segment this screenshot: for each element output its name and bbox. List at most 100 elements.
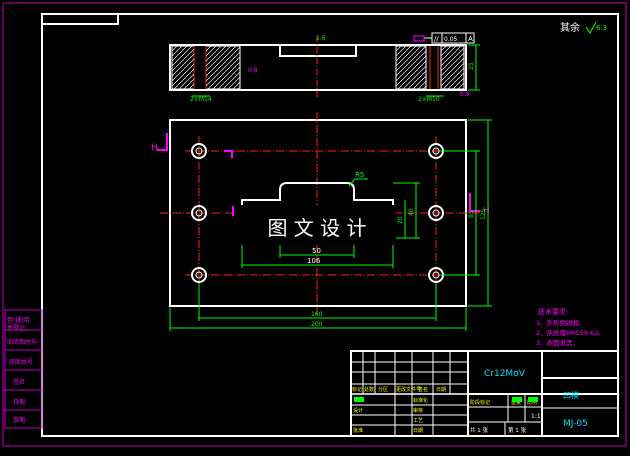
bolt-hole (191, 205, 207, 221)
bolt-hole (428, 205, 444, 221)
radius-label: R5 (355, 171, 364, 179)
top-view-pocket (279, 45, 357, 57)
hatch-line (440, 57, 465, 82)
hatch-line (205, 45, 232, 72)
hatch-line (178, 73, 195, 90)
tb-role-standardize: 标准化 (413, 397, 428, 404)
section-arrow-left-icon (157, 133, 168, 151)
left-cell: 日期 (13, 416, 25, 424)
hatch-line (205, 45, 212, 52)
left-cell: 日期 (13, 398, 25, 406)
watermark-bg (238, 205, 396, 245)
hatch-line (395, 45, 422, 72)
hatch-line (422, 85, 427, 90)
gdt-leader-box (413, 35, 425, 42)
bolt-hole (191, 267, 207, 283)
tb-header-cell: 分区 (378, 386, 388, 393)
hatch-right-a (395, 45, 427, 90)
roughness-center: 1.6 (316, 35, 326, 42)
top-view-outline (169, 44, 467, 91)
tb-role-process: 工艺 (413, 418, 423, 424)
hatch-line (205, 45, 237, 77)
tech-req-item: 1、外形倒锐角; (536, 318, 581, 327)
marker-icon (224, 150, 233, 158)
gdt-datum: A (468, 35, 473, 43)
tb-header-cell: 标记 (352, 386, 362, 393)
top-view: // 0.05 A 0.8 1.6 0.8 2×M14 2×M10 25 (169, 32, 480, 103)
tech-req-item: 3、表面发黑。 (536, 338, 579, 347)
left-cell: 件登记 (7, 324, 25, 332)
dim-width-200: 200 (311, 321, 323, 328)
sheet-border (2, 2, 627, 447)
tb-weight-label: 重量 (511, 399, 521, 406)
hatch-line (395, 50, 427, 82)
hatch-line (457, 82, 465, 90)
left-cell: 底图总号 (9, 358, 33, 366)
hatch-line (171, 58, 195, 82)
hatch-line (395, 45, 407, 57)
hatch-line (440, 45, 447, 52)
section-label-left: H (151, 143, 158, 153)
dim-height-40: 40 (408, 208, 415, 216)
tb-scale: 1:1 (531, 413, 541, 420)
tb-stage-label: 阶段标记 (470, 399, 490, 406)
left-cell: 旧底图总号 (7, 338, 37, 346)
hatch-line (442, 67, 465, 90)
dim-width-106: 106 (307, 257, 321, 265)
hatch-line (173, 68, 195, 90)
hatch-line (447, 72, 465, 90)
dim-height-85: 85 (468, 210, 475, 218)
tech-req-title: 技术要求: (538, 307, 568, 316)
hatch-line (237, 86, 241, 90)
tb-role-approve: 批准 (353, 427, 363, 434)
dim-height-125: 125 (480, 208, 487, 220)
hatch-line (452, 77, 465, 90)
bolt-hole (191, 143, 207, 159)
tb-header-cell: 处数 (364, 386, 374, 393)
left-column-table: 借(通)用 件登记 旧底图总号 底图总号 签名 日期 日期 (4, 309, 43, 429)
hatch-line (171, 53, 195, 77)
hatch-line (462, 87, 465, 90)
hatch-right-b (440, 45, 465, 90)
tb-material: Cr12MoV (484, 369, 526, 379)
hatch-line (171, 48, 195, 72)
hatch-line (205, 45, 217, 57)
hatch-line (207, 56, 241, 90)
hatch-line (417, 80, 427, 90)
hatch-line (395, 55, 427, 87)
hatch-line (171, 45, 193, 67)
hatch-line (395, 45, 402, 52)
top-height-dim: 25 (468, 62, 475, 70)
roughness-right: 0.8 (460, 91, 470, 98)
roughness-left: 0.8 (248, 67, 258, 74)
hatch-line (440, 62, 465, 87)
hatch-line (232, 81, 241, 90)
tb-part-name: 凹模 (563, 390, 579, 400)
dim-height-20: 20 (397, 216, 404, 224)
hatch-line (397, 60, 427, 90)
tech-requirements: 技术要求: 1、外形倒锐角; 2、热处理HRC58-62; 3、表面发黑。 (536, 307, 601, 347)
roughness-symbol-icon (585, 21, 597, 34)
gdt-symbol: // (434, 35, 439, 43)
hatch-line (171, 45, 188, 62)
tb-header-cell: 日期 (436, 387, 446, 393)
dim-width-50: 50 (312, 247, 321, 255)
tb-role-review: 审核 (413, 407, 423, 414)
hatch-line (222, 71, 241, 90)
watermark-text: 图 文 设 计 (267, 216, 366, 240)
tb-sheet-num: 第 1 张 (508, 426, 526, 434)
hatch-line (440, 45, 457, 62)
hatch-pattern (171, 45, 465, 90)
gdt-tolerance: 0.05 (444, 36, 458, 43)
tb-scale-label: 比例 (527, 399, 537, 406)
hatch-line (395, 45, 417, 67)
front-view: H H R5 40 20 85 125 50 106 16 (151, 112, 492, 331)
title-block: 标记 处数 分区 更改文件号 签名 日期 设计 标准化 审核 工艺 批准 日期 … (350, 350, 619, 437)
left-cell: 借(通)用 (7, 316, 30, 324)
tech-req-item: 2、热处理HRC58-62; (536, 328, 601, 337)
tb-date-label: 日期 (413, 428, 423, 434)
hatch-line (205, 51, 241, 87)
hatch-line (171, 45, 178, 52)
hatch-line (171, 63, 195, 87)
